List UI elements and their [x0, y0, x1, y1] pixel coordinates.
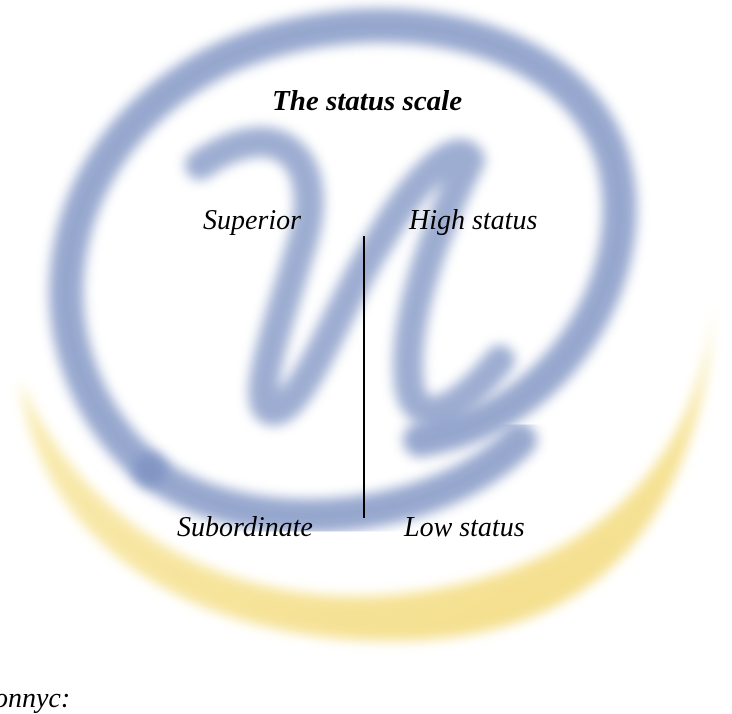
label-low-status: Low status [404, 514, 525, 542]
scale-divider-line [363, 236, 365, 518]
label-high-status: High status [409, 207, 537, 235]
label-subordinate: Subordinate [177, 514, 313, 542]
cut-off-text: оппус: [0, 685, 70, 713]
slide-title: The status scale [272, 87, 462, 116]
label-superior: Superior [203, 207, 301, 235]
